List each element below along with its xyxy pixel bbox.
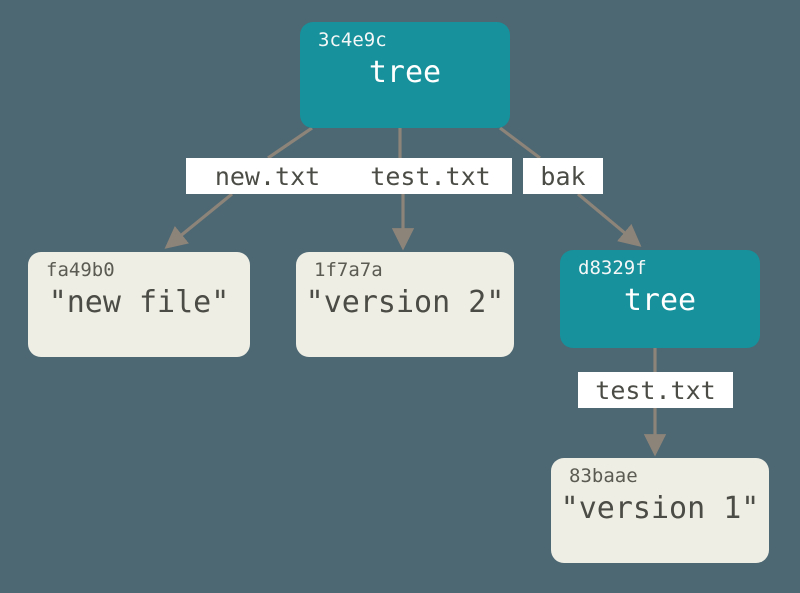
- node-blob-new-file[interactable]: fa49b0 "new file": [28, 252, 250, 357]
- edge-line-root-to-new-txt: [267, 126, 313, 160]
- node-blob-version-1[interactable]: 83baae "version 1": [551, 458, 769, 563]
- node-hash: 83baae: [569, 465, 638, 487]
- edge-label-test-txt: test.txt: [349, 158, 512, 194]
- node-hash: 3c4e9c: [318, 29, 387, 51]
- node-hash: 1f7a7a: [314, 259, 383, 281]
- edge-line-root-to-bak: [499, 126, 541, 160]
- edge-line-new-txt-to-blob: [164, 192, 234, 249]
- node-label: tree: [623, 283, 697, 318]
- edge-label-bak-text: bak: [540, 161, 586, 191]
- node-hash: d8329f: [578, 257, 647, 279]
- edge-label-test-txt-text: test.txt: [370, 161, 491, 191]
- node-label: tree: [368, 55, 442, 90]
- edge-label-test-txt-sub-text: test.txt: [595, 375, 716, 405]
- node-hash: fa49b0: [46, 259, 115, 281]
- node-blob-version-2[interactable]: 1f7a7a "version 2": [296, 252, 514, 357]
- edge-label-test-txt-sub: test.txt: [578, 372, 733, 408]
- edge-label-new-txt: new.txt: [186, 158, 349, 194]
- edge-label-new-txt-text: new.txt: [214, 161, 321, 191]
- node-root-tree[interactable]: 3c4e9c tree: [300, 22, 510, 128]
- node-label: "version 1": [560, 491, 760, 526]
- edge-label-bak: bak: [523, 158, 603, 194]
- node-label: "new file": [48, 285, 230, 320]
- edge-line-bak-to-subtree: [576, 192, 642, 247]
- node-label: "version 2": [305, 285, 505, 320]
- node-sub-tree[interactable]: d8329f tree: [560, 250, 760, 348]
